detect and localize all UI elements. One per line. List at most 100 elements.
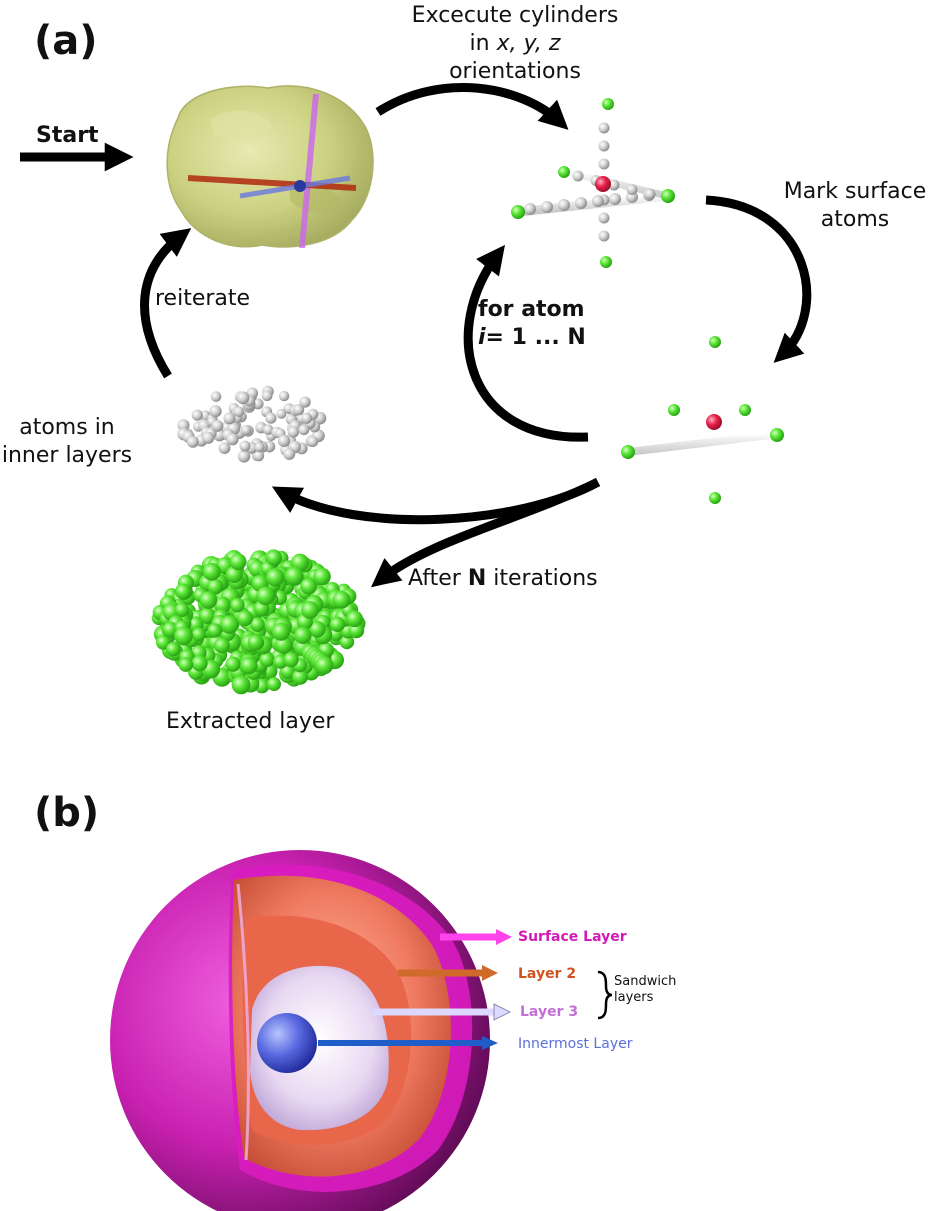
loop-arrow — [463, 244, 589, 442]
extracted-layer-label: Extracted layer — [166, 709, 335, 734]
mark-line-1: Mark surface — [783, 179, 927, 204]
grey-atom — [626, 184, 638, 195]
green-atom — [178, 657, 194, 672]
grey-atom — [277, 434, 291, 447]
loop-line-2: i= 1 ... N — [478, 324, 586, 352]
sandwich-brace — [597, 970, 613, 1020]
grey-atom — [592, 195, 604, 207]
grey-atom — [644, 188, 656, 200]
grey-atom — [191, 409, 203, 421]
grey-atom — [609, 193, 621, 205]
grey-atom — [307, 436, 319, 447]
sandwich-line-2: layers — [614, 990, 654, 1005]
extract-arrow — [370, 477, 600, 588]
surface-layer-label: Surface Layer — [518, 929, 627, 945]
green-atom — [202, 562, 221, 581]
execute-line-3: orientations — [449, 59, 581, 84]
green-atom — [240, 656, 258, 675]
layer-2-label: Layer 2 — [518, 966, 577, 982]
green-atom — [225, 656, 241, 672]
green-atom — [332, 590, 351, 609]
green-atom — [294, 626, 312, 645]
axis-z: z — [548, 31, 561, 56]
mark-arrow — [705, 195, 812, 363]
grey-atom — [265, 412, 277, 424]
green-atom — [175, 583, 192, 600]
sandwich-line-1: Sandwich — [614, 974, 677, 989]
green-atom — [267, 677, 281, 692]
execute-in: in — [469, 31, 497, 56]
green-atom — [309, 621, 326, 638]
grey-atom — [254, 442, 265, 453]
mark-label: Mark surface atoms — [770, 178, 940, 234]
grey-atom — [283, 448, 296, 460]
green-atom — [339, 634, 355, 650]
green-atom — [230, 597, 245, 613]
execute-arrow — [375, 83, 569, 130]
loop-label: for atom i= 1 ... N — [478, 296, 586, 352]
axis-y: y, — [523, 31, 549, 56]
green-atom — [166, 642, 181, 657]
panel-b-label: (b) — [34, 790, 100, 836]
flow-arrows — [20, 83, 812, 588]
green-atom — [300, 578, 317, 595]
inner-line-1: atoms in — [19, 415, 115, 440]
grey-atom — [233, 406, 245, 418]
green-atom — [256, 586, 275, 606]
inner-atoms-cluster — [177, 385, 327, 463]
loop-index: i — [478, 325, 486, 350]
grey-atom — [276, 408, 287, 419]
reiterate-label: reiterate — [155, 286, 251, 311]
inner-layers-label: atoms in inner layers — [0, 414, 134, 470]
grey-atom — [209, 405, 222, 418]
protein-surface — [166, 85, 374, 249]
execute-label: Excecute cylinders in x, y, z orientatio… — [380, 2, 650, 86]
grey-atom — [598, 158, 610, 170]
axis-x: x, — [496, 31, 524, 56]
green-atom — [174, 626, 193, 646]
green-atom — [229, 553, 247, 571]
green-atom — [285, 566, 304, 586]
grey-atom — [210, 391, 222, 402]
green-atom — [292, 669, 308, 685]
iterations-text: iterations — [486, 566, 598, 591]
grey-atom — [598, 230, 610, 242]
grey-atom — [223, 412, 236, 425]
grey-atom — [575, 197, 587, 209]
grey-atom — [293, 404, 305, 416]
layer-pointers — [318, 929, 613, 1050]
execute-line-1: Excecute cylinders — [411, 3, 619, 28]
green-atom — [214, 637, 230, 654]
grey-atom — [241, 425, 252, 436]
grey-atom — [211, 420, 224, 432]
marked-surface-atoms — [621, 336, 784, 504]
grey-atom — [202, 431, 215, 444]
green-atom — [236, 610, 253, 627]
grey-atom — [236, 391, 250, 405]
grey-atom — [301, 412, 313, 424]
innermost-layer-label: Innermost Layer — [518, 1036, 633, 1052]
iterations-label: After N iterations — [408, 565, 598, 593]
grey-atom — [261, 390, 273, 402]
inner-line-2: inner layers — [1, 443, 133, 468]
grey-atom — [237, 450, 251, 463]
green-atom — [191, 655, 208, 672]
grey-atom — [253, 450, 265, 462]
grey-atom — [598, 212, 610, 224]
green-atom — [162, 621, 179, 638]
grey-atom — [263, 424, 274, 436]
grey-atom — [298, 424, 310, 436]
green-atom — [231, 675, 251, 695]
panel-a-label: (a) — [34, 18, 98, 64]
green-atom — [174, 602, 190, 618]
grey-atom — [226, 433, 239, 446]
green-atom — [191, 627, 206, 642]
loop-range: = 1 ... N — [485, 325, 586, 350]
layered-sphere — [110, 850, 490, 1211]
iterations-n: N — [467, 566, 487, 591]
extracted-layer-atoms — [151, 549, 366, 695]
green-atom — [214, 596, 231, 614]
after-text: After — [408, 566, 468, 591]
green-atom — [199, 607, 216, 624]
